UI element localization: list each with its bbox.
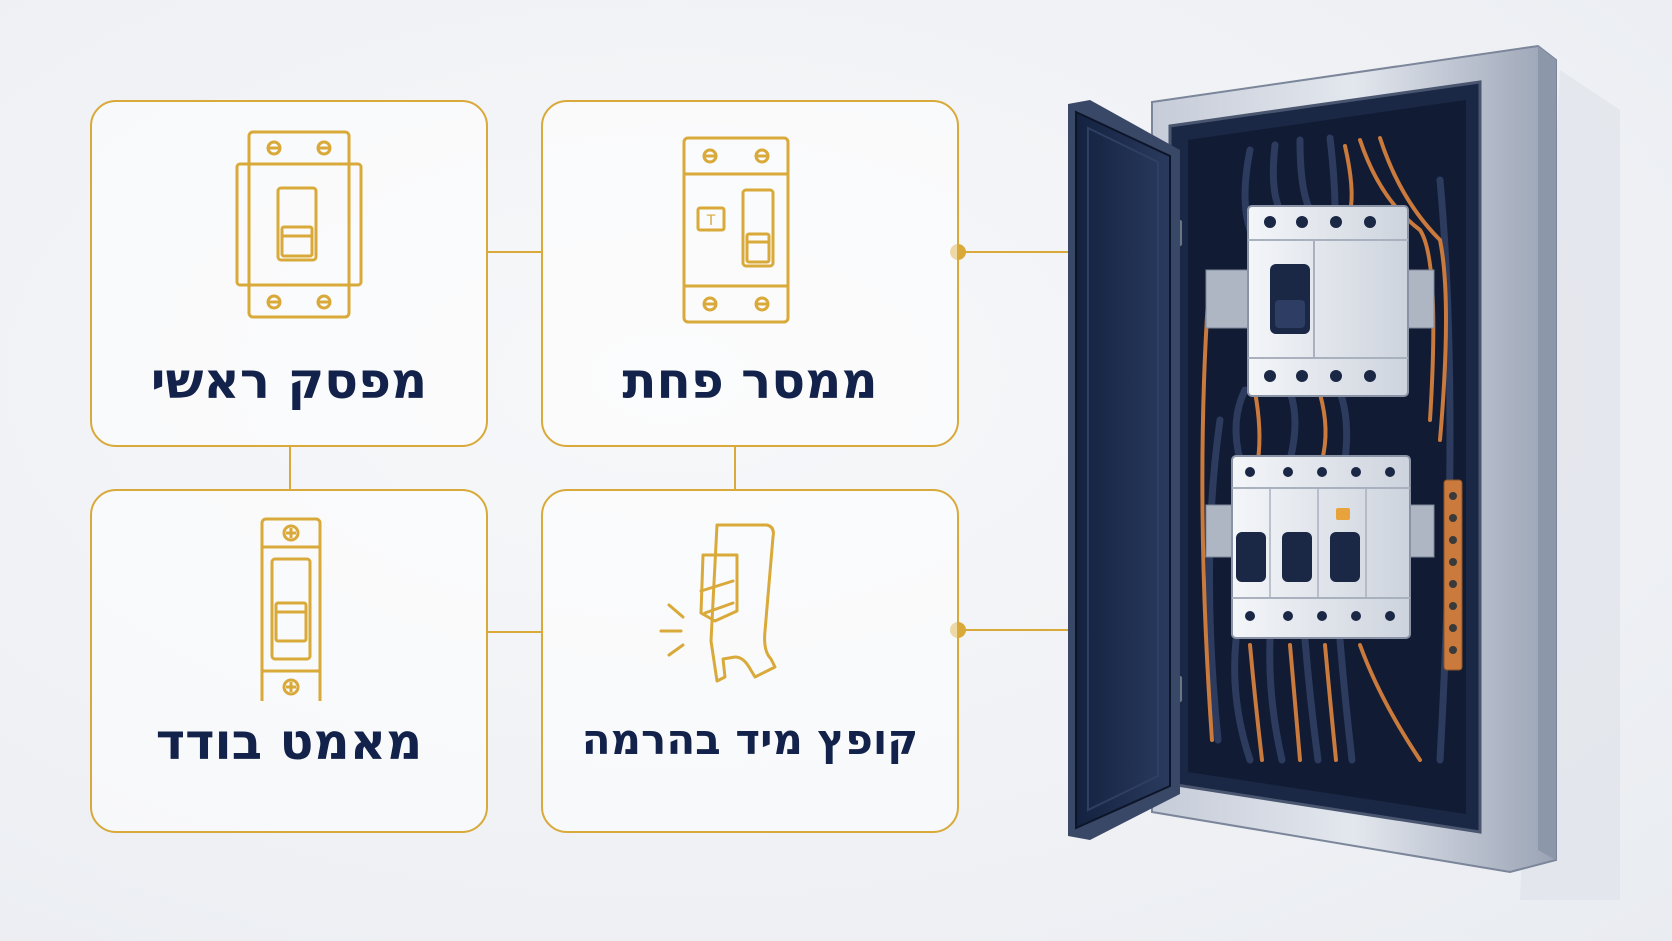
- panel-main-breaker: [1247, 205, 1409, 397]
- panel-rcd-breakers: [1231, 455, 1411, 639]
- card-trip-note: קופץ מיד בהרמה: [541, 489, 959, 833]
- ground-bus-bar: [1443, 479, 1463, 671]
- rcd-breaker-icon: T: [682, 136, 790, 324]
- panel-door: [1068, 100, 1180, 840]
- card-label-main-switch: מפסק ראשי: [150, 352, 428, 410]
- card-rcd: T ממסר פחת: [541, 100, 959, 447]
- card-label-trip-note: קופץ מיד בהרמה: [581, 715, 919, 764]
- card-single-breaker: מאמט בודד: [90, 489, 488, 833]
- single-breaker-icon: [260, 517, 322, 701]
- card-label-single-breaker: מאמט בודד: [155, 713, 423, 771]
- trip-lever-icon: [659, 523, 777, 683]
- main-switch-icon: [235, 130, 363, 319]
- card-label-rcd: ממסר פחת: [622, 352, 878, 410]
- card-main-switch: מפסק ראשי: [90, 100, 488, 447]
- rcd-test-button-label: T: [706, 213, 716, 229]
